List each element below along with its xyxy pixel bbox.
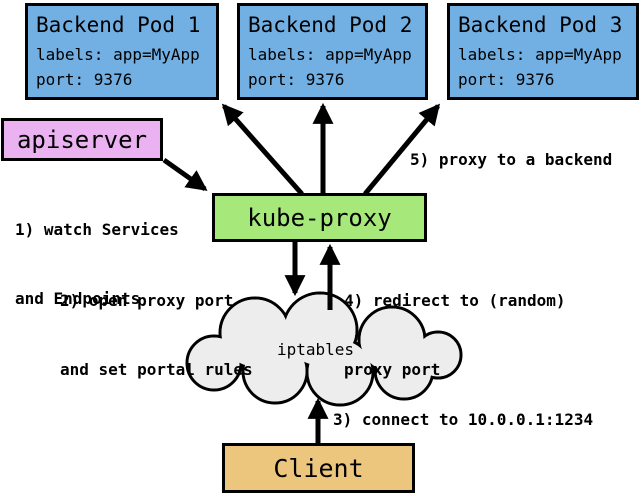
arrow-kubeproxy-to-pod1 [221, 103, 304, 196]
backend-pod-3-port: port: 9376 [458, 70, 555, 89]
backend-pod-1-box: Backend Pod 1 labels: app=MyApp port: 93… [25, 3, 219, 100]
annotation-step2-line1: 2) open proxy port [60, 291, 234, 310]
annotation-step4-line1: 4) redirect to (random) [344, 291, 566, 310]
client-box: Client [222, 443, 415, 493]
arrow-kubeproxy-to-pod3 [363, 103, 441, 196]
backend-pod-3-title: Backend Pod 3 [458, 13, 623, 37]
backend-pod-2-port: port: 9376 [248, 70, 345, 89]
annotation-step3: 3) connect to 10.0.0.1:1234 [333, 410, 594, 429]
backend-pod-1-title: Backend Pod 1 [36, 13, 201, 37]
arrow-apiserver-to-kubeproxy [162, 157, 208, 192]
iptables-cloud [185, 291, 463, 407]
annotation-step4-line2: proxy port [344, 360, 441, 379]
backend-pod-2-box: Backend Pod 2 labels: app=MyApp port: 93… [237, 3, 428, 100]
backend-pod-3-box: Backend Pod 3 labels: app=MyApp port: 93… [447, 3, 639, 100]
annotation-step2-line2: and set portal rules [60, 360, 253, 379]
backend-pod-1-labels: labels: app=MyApp [36, 45, 200, 64]
backend-pod-1-port: port: 9376 [36, 70, 133, 89]
annotation-step1: 1) watch Services and Endpoints [15, 172, 179, 356]
backend-pod-2-title: Backend Pod 2 [248, 13, 413, 37]
apiserver-label: apiserver [16, 125, 148, 154]
backend-pod-3-labels: labels: app=MyApp [458, 45, 622, 64]
iptables-label: iptables [277, 340, 355, 359]
client-label: Client [273, 453, 364, 483]
annotation-step1-line2: and Endpoints [15, 289, 141, 308]
annotation-step2: 2) open proxy port and set portal rules [60, 243, 253, 427]
annotation-step1-line1: 1) watch Services [15, 220, 179, 239]
kube-proxy-label: kube-proxy [247, 203, 392, 232]
annotation-step4: 4) redirect to (random) proxy port [344, 243, 566, 427]
backend-pod-2-labels: labels: app=MyApp [248, 45, 412, 64]
annotation-step5: 5) proxy to a backend [410, 150, 613, 169]
kube-proxy-box: kube-proxy [212, 193, 427, 242]
apiserver-box: apiserver [1, 118, 163, 161]
